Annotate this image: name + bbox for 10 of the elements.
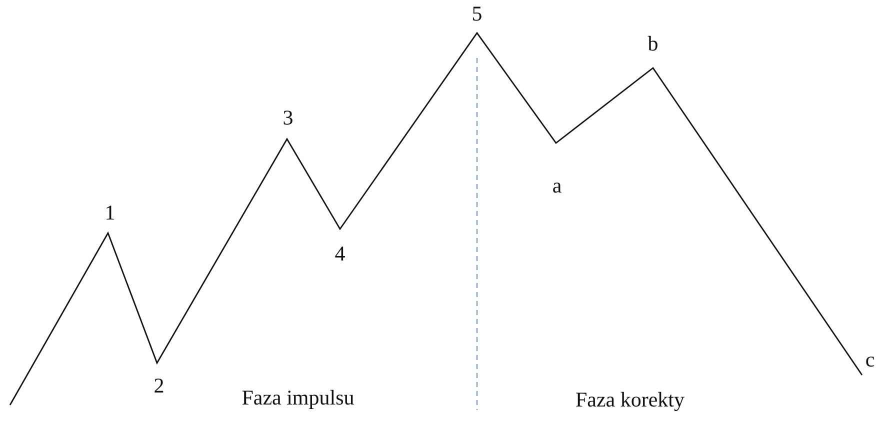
wave-number: 2 (154, 376, 164, 396)
phase-label: Faza impulsu (242, 388, 354, 408)
wave-number: 4 (334, 244, 346, 264)
wave-letter: b (648, 34, 658, 54)
wave-number: 3 (282, 108, 294, 128)
wave-letter: c (865, 350, 875, 370)
wave-number: 1 (104, 202, 116, 224)
wave-number: 5 (472, 4, 482, 24)
phase-label: Faza korekty (575, 390, 685, 410)
wave-letter: a (552, 176, 562, 196)
